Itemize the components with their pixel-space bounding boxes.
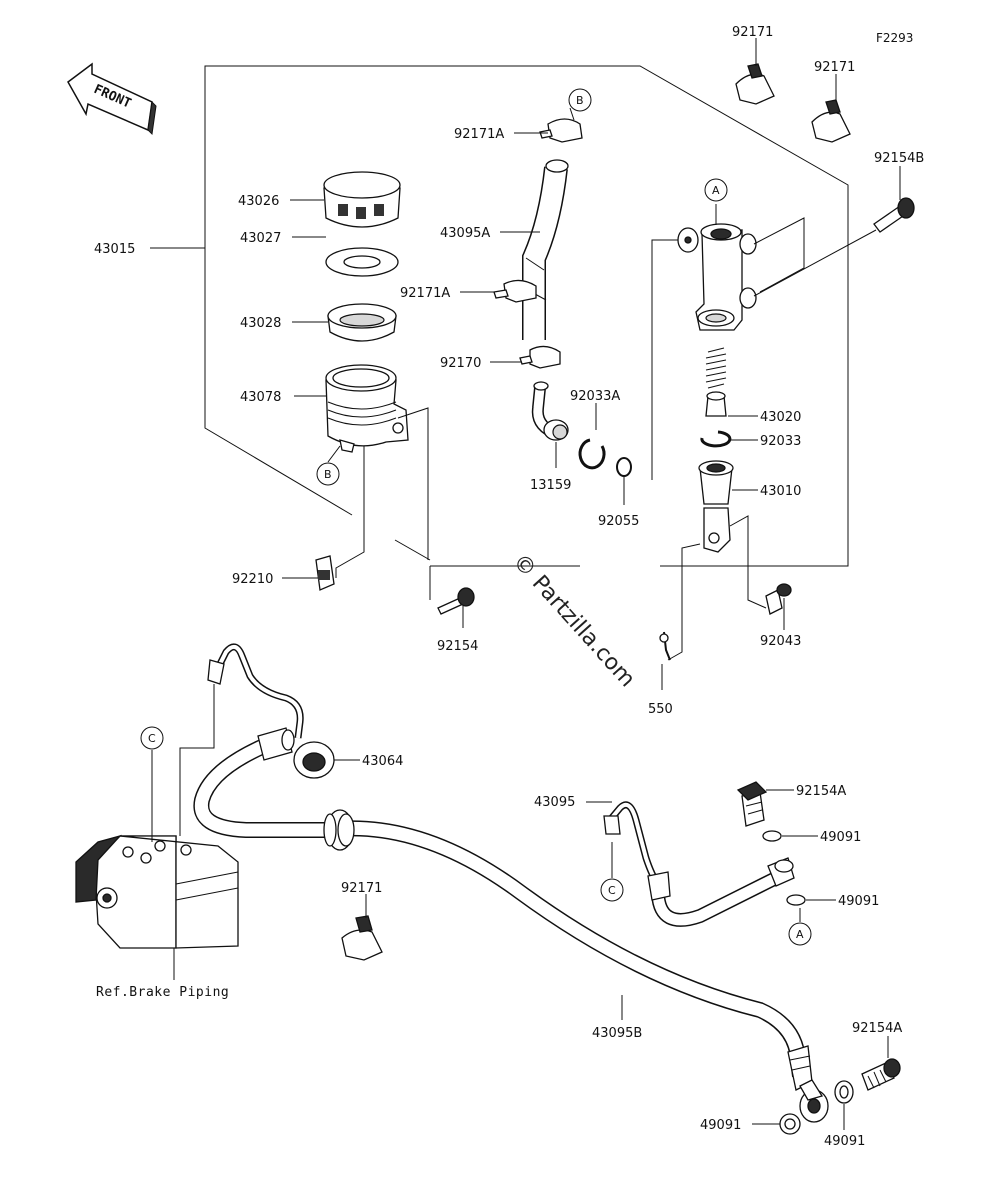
label-92171-top2: 92171 <box>814 60 855 75</box>
label-92154: 92154 <box>437 639 478 654</box>
label-43026: 43026 <box>238 194 279 209</box>
banjo-bolt-92154a-low <box>861 1058 901 1091</box>
label-92171-low: 92171 <box>341 881 382 896</box>
callout-a-circle <box>704 178 728 202</box>
ref-brake-piping-note: Ref.Brake Piping <box>96 985 229 1000</box>
label-49091-low2: 49091 <box>824 1134 865 1149</box>
snap-ring-92033 <box>700 430 732 448</box>
label-43078: 43078 <box>240 390 281 405</box>
label-43010: 43010 <box>760 484 801 499</box>
callout-a-label-low: A <box>796 928 804 941</box>
label-43020: 43020 <box>760 410 801 425</box>
label-43064: 43064 <box>362 754 403 769</box>
assembly-outline-43015 <box>150 65 849 567</box>
elbow-fitting <box>531 381 569 441</box>
clamp-92171a-top <box>539 118 583 143</box>
bleeder-bolt-92154b <box>873 197 915 233</box>
bolt-92154 <box>437 587 475 615</box>
label-43095: 43095 <box>534 795 575 810</box>
washer-49091-mid1 <box>762 830 782 842</box>
label-49091-mid1: 49091 <box>820 830 861 845</box>
callout-c-label-right: C <box>608 884 616 897</box>
callout-a-circle-low <box>788 922 812 946</box>
label-43095a: 43095A <box>440 226 490 241</box>
clamp-92171-top1 <box>735 63 775 105</box>
label-43028: 43028 <box>240 316 281 331</box>
label-13159: 13159 <box>530 478 571 493</box>
label-92170: 92170 <box>440 356 481 371</box>
brake-hose-43095b <box>193 727 829 1123</box>
label-92043: 92043 <box>760 634 801 649</box>
callout-b-circle <box>316 462 340 486</box>
label-92055: 92055 <box>598 514 639 529</box>
brake-hose-43095 <box>603 801 795 927</box>
label-92154b: 92154B <box>874 151 924 166</box>
callout-c-circle-right <box>600 878 624 902</box>
label-92033a: 92033A <box>570 389 620 404</box>
label-92154a-mid: 92154A <box>796 784 846 799</box>
callout-b-label-top: B <box>576 94 584 107</box>
label-43095b: 43095B <box>592 1026 642 1041</box>
brake-pipe-abs <box>207 643 304 739</box>
circlip-92033a <box>578 438 606 470</box>
callout-b-label: B <box>324 468 332 481</box>
clamp-92170 <box>519 345 561 369</box>
front-arrow-icon: FRONT <box>67 62 157 136</box>
clamp-92171a-mid <box>493 279 537 303</box>
callout-b-circle-top <box>568 88 592 112</box>
washer-49091-mid2 <box>786 894 806 906</box>
watermark: © Partzilla.com <box>508 549 640 692</box>
o-ring-92055 <box>616 457 632 477</box>
label-92171a-top: 92171A <box>454 127 504 142</box>
label-92033: 92033 <box>760 434 801 449</box>
clamp-92171-top2 <box>811 99 851 143</box>
label-92171a-mid: 92171A <box>400 286 450 301</box>
diaphragm-plate <box>325 247 399 277</box>
label-550: 550 <box>648 702 673 717</box>
label-43027: 43027 <box>240 231 281 246</box>
clevis-pin-92043 <box>765 583 792 615</box>
label-49091-mid2: 49091 <box>838 894 879 909</box>
figure-code: F2293 <box>876 31 913 45</box>
banjo-bolt-92154a-mid <box>736 781 768 827</box>
cotter-pin-550 <box>659 631 671 661</box>
callout-c-circle-abs <box>140 726 164 750</box>
callout-a-label: A <box>712 184 720 197</box>
label-92210: 92210 <box>232 572 273 587</box>
reservoir-tank <box>325 364 409 453</box>
grommet-43064 <box>293 741 335 779</box>
reservoir-cap <box>323 171 401 228</box>
label-49091-low1: 49091 <box>700 1118 741 1133</box>
master-cylinder-body <box>677 223 757 331</box>
callout-c-label-abs: C <box>148 732 156 745</box>
diaphragm <box>327 303 397 342</box>
piston-spring <box>705 347 727 417</box>
push-rod-assembly <box>698 460 734 553</box>
washer-49091-low1 <box>779 1113 801 1135</box>
abs-hydraulic-unit <box>75 834 239 949</box>
label-92154a-low: 92154A <box>852 1021 902 1036</box>
label-92171-top1: 92171 <box>732 25 773 40</box>
reservoir-hose <box>522 159 569 340</box>
label-43015: 43015 <box>94 242 135 257</box>
clamp-92171-low <box>341 915 383 961</box>
washer-49091-low2 <box>834 1080 854 1104</box>
clip-nut <box>315 555 335 591</box>
